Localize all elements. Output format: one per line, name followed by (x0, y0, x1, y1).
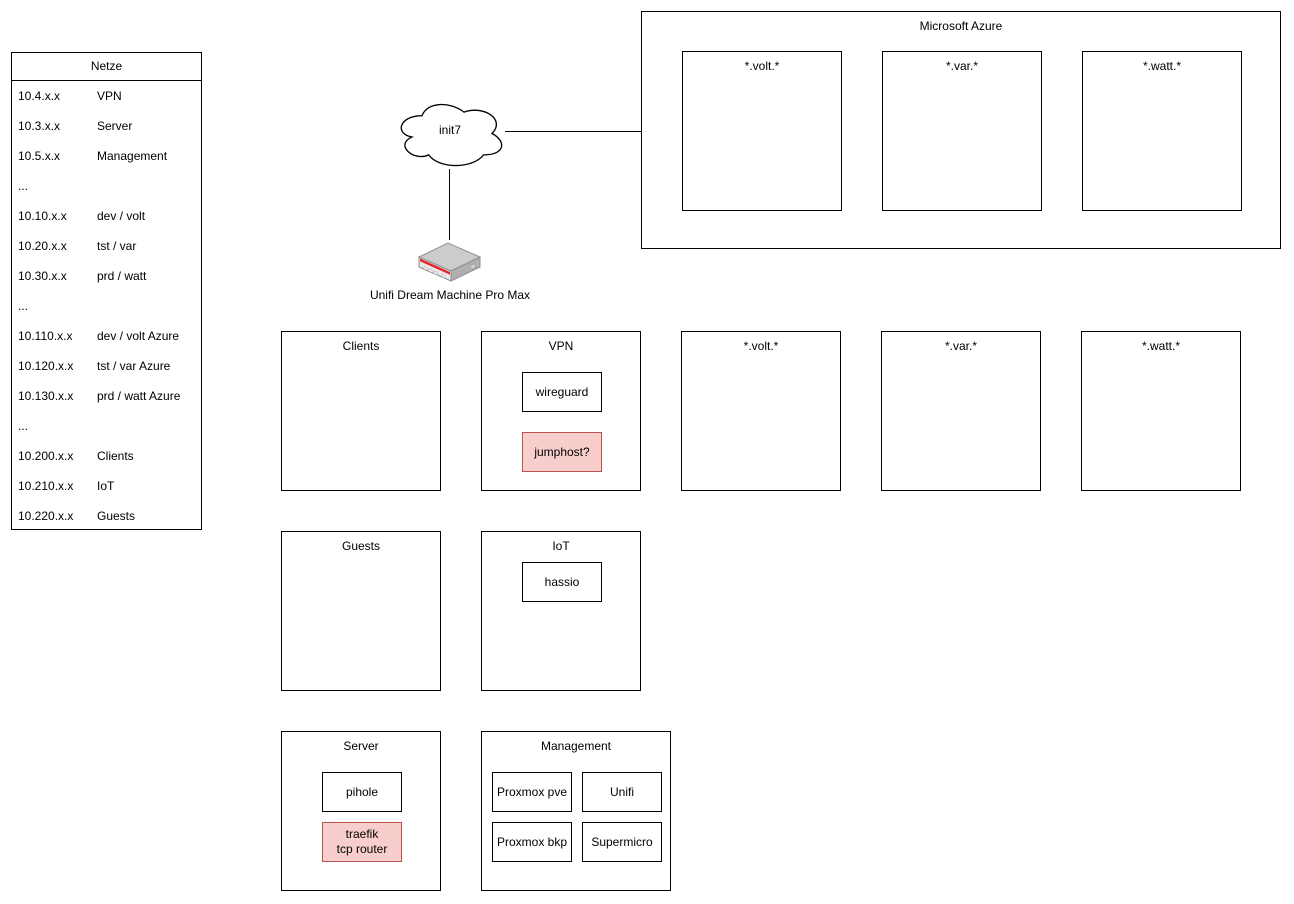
netze-row: 10.4.x.x VPN (12, 81, 201, 111)
edge-cloud-to-azure (505, 131, 641, 132)
netze-row: ... (12, 411, 201, 441)
node-unifi: Unifi (582, 772, 662, 812)
cloud-icon (400, 103, 503, 167)
node-traefik-tcp-router: traefik tcp router (322, 822, 402, 862)
vpn-box: VPN wireguard jumphost? (481, 331, 641, 491)
azure-var-title: *.var.* (945, 59, 978, 73)
netze-row: 10.210.x.x IoT (12, 471, 201, 501)
server-box: Server pihole traefik tcp router (281, 731, 441, 891)
netze-row-label (97, 291, 201, 321)
azure-volt-title: *.volt.* (744, 59, 780, 73)
iot-title: IoT (552, 539, 570, 553)
router-label: Unifi Dream Machine Pro Max (369, 288, 531, 302)
netze-row-cidr: 10.130.x.x (18, 389, 74, 403)
azure-watt-title: *.watt.* (1142, 59, 1181, 73)
netze-row-label: dev / volt (97, 209, 146, 223)
netze-row: 10.3.x.x Server (12, 111, 201, 141)
netze-row-label: prd / watt Azure (97, 389, 181, 403)
netze-row: 10.110.x.x dev / volt Azure (12, 321, 201, 351)
management-box: Management Proxmox pve Unifi Proxmox bkp… (481, 731, 671, 891)
node-wireguard: wireguard (522, 372, 602, 412)
router-icon (417, 242, 482, 282)
netze-row-label: IoT (97, 479, 115, 493)
netze-row-cidr: 10.20.x.x (18, 239, 67, 253)
netze-table-title: Netze (12, 53, 201, 81)
iot-box: IoT hassio (481, 531, 641, 691)
netze-row-label: Clients (97, 449, 134, 463)
watt-box: *.watt.* (1081, 331, 1241, 491)
netze-row-cidr: 10.4.x.x (18, 89, 61, 103)
azure-group-title: Microsoft Azure (919, 19, 1003, 33)
cloud-label: init7 (438, 123, 461, 137)
azure-watt-box: *.watt.* (1082, 51, 1242, 211)
node-proxmox-pve: Proxmox pve (492, 772, 572, 812)
router (415, 238, 485, 284)
netze-row-label (97, 411, 201, 441)
internet-cloud: init7 (394, 97, 506, 170)
netze-row-cidr: 10.10.x.x (18, 209, 67, 223)
netze-row-label: tst / var (97, 239, 137, 253)
var-box: *.var.* (881, 331, 1041, 491)
netze-row: ... (12, 171, 201, 201)
clients-title: Clients (342, 339, 380, 353)
guests-box: Guests (281, 531, 441, 691)
node-supermicro: Supermicro (582, 822, 662, 862)
netze-row: 10.30.x.x prd / watt (12, 261, 201, 291)
vpn-title: VPN (548, 339, 574, 353)
clients-box: Clients (281, 331, 441, 491)
netze-row-cidr: 10.5.x.x (18, 149, 61, 163)
netze-row-label (97, 171, 201, 201)
netze-row-label: prd / watt (97, 269, 147, 283)
node-proxmox-bkp: Proxmox bkp (492, 822, 572, 862)
server-title: Server (343, 739, 379, 753)
netze-row-label: VPN (97, 89, 122, 103)
azure-volt-box: *.volt.* (682, 51, 842, 211)
netze-row-label: Guests (97, 509, 136, 523)
management-title: Management (540, 739, 612, 753)
netze-row-label: Server (97, 119, 133, 133)
node-jumphost: jumphost? (522, 432, 602, 472)
netze-row: 10.120.x.x tst / var Azure (12, 351, 201, 381)
volt-title: *.volt.* (743, 339, 779, 353)
watt-title: *.watt.* (1141, 339, 1180, 353)
netze-row: 10.20.x.x tst / var (12, 231, 201, 261)
netze-row-cidr: ... (18, 299, 29, 313)
node-pihole: pihole (322, 772, 402, 812)
guests-title: Guests (341, 539, 380, 553)
var-title: *.var.* (944, 339, 977, 353)
netze-row-cidr: ... (18, 179, 29, 193)
azure-group: Microsoft Azure *.volt.* *.var.* *.watt.… (641, 11, 1281, 249)
netze-row: 10.130.x.x prd / watt Azure (12, 381, 201, 411)
netze-row: 10.10.x.x dev / volt (12, 201, 201, 231)
netze-row-cidr: 10.200.x.x (18, 449, 74, 463)
volt-box: *.volt.* (681, 331, 841, 491)
node-hassio: hassio (522, 562, 602, 602)
netze-row-cidr: 10.210.x.x (18, 479, 74, 493)
netze-row: 10.200.x.x Clients (12, 441, 201, 471)
netze-table: Netze 10.4.x.x VPN 10.3.x.x Server 10.5.x.… (11, 52, 202, 530)
netze-row-cidr: 10.30.x.x (18, 269, 67, 283)
netze-row-cidr: 10.220.x.x (18, 509, 74, 523)
netze-row-label: dev / volt Azure (97, 329, 180, 343)
netze-row-label: tst / var Azure (97, 359, 171, 373)
netze-row-cidr: 10.120.x.x (18, 359, 74, 373)
netze-row: ... (12, 291, 201, 321)
azure-var-box: *.var.* (882, 51, 1042, 211)
netze-row-cidr: 10.3.x.x (18, 119, 61, 133)
netze-row: 10.220.x.x Guests (12, 501, 201, 531)
edge-cloud-to-router (449, 169, 450, 240)
netze-table-rows: 10.4.x.x VPN 10.3.x.x Server 10.5.x.x Manag… (12, 81, 201, 531)
netze-row-label: Management (97, 149, 168, 163)
netze-row: 10.5.x.x Management (12, 141, 201, 171)
netze-row-cidr: ... (18, 419, 29, 433)
netze-row-cidr: 10.110.x.x (18, 329, 73, 343)
